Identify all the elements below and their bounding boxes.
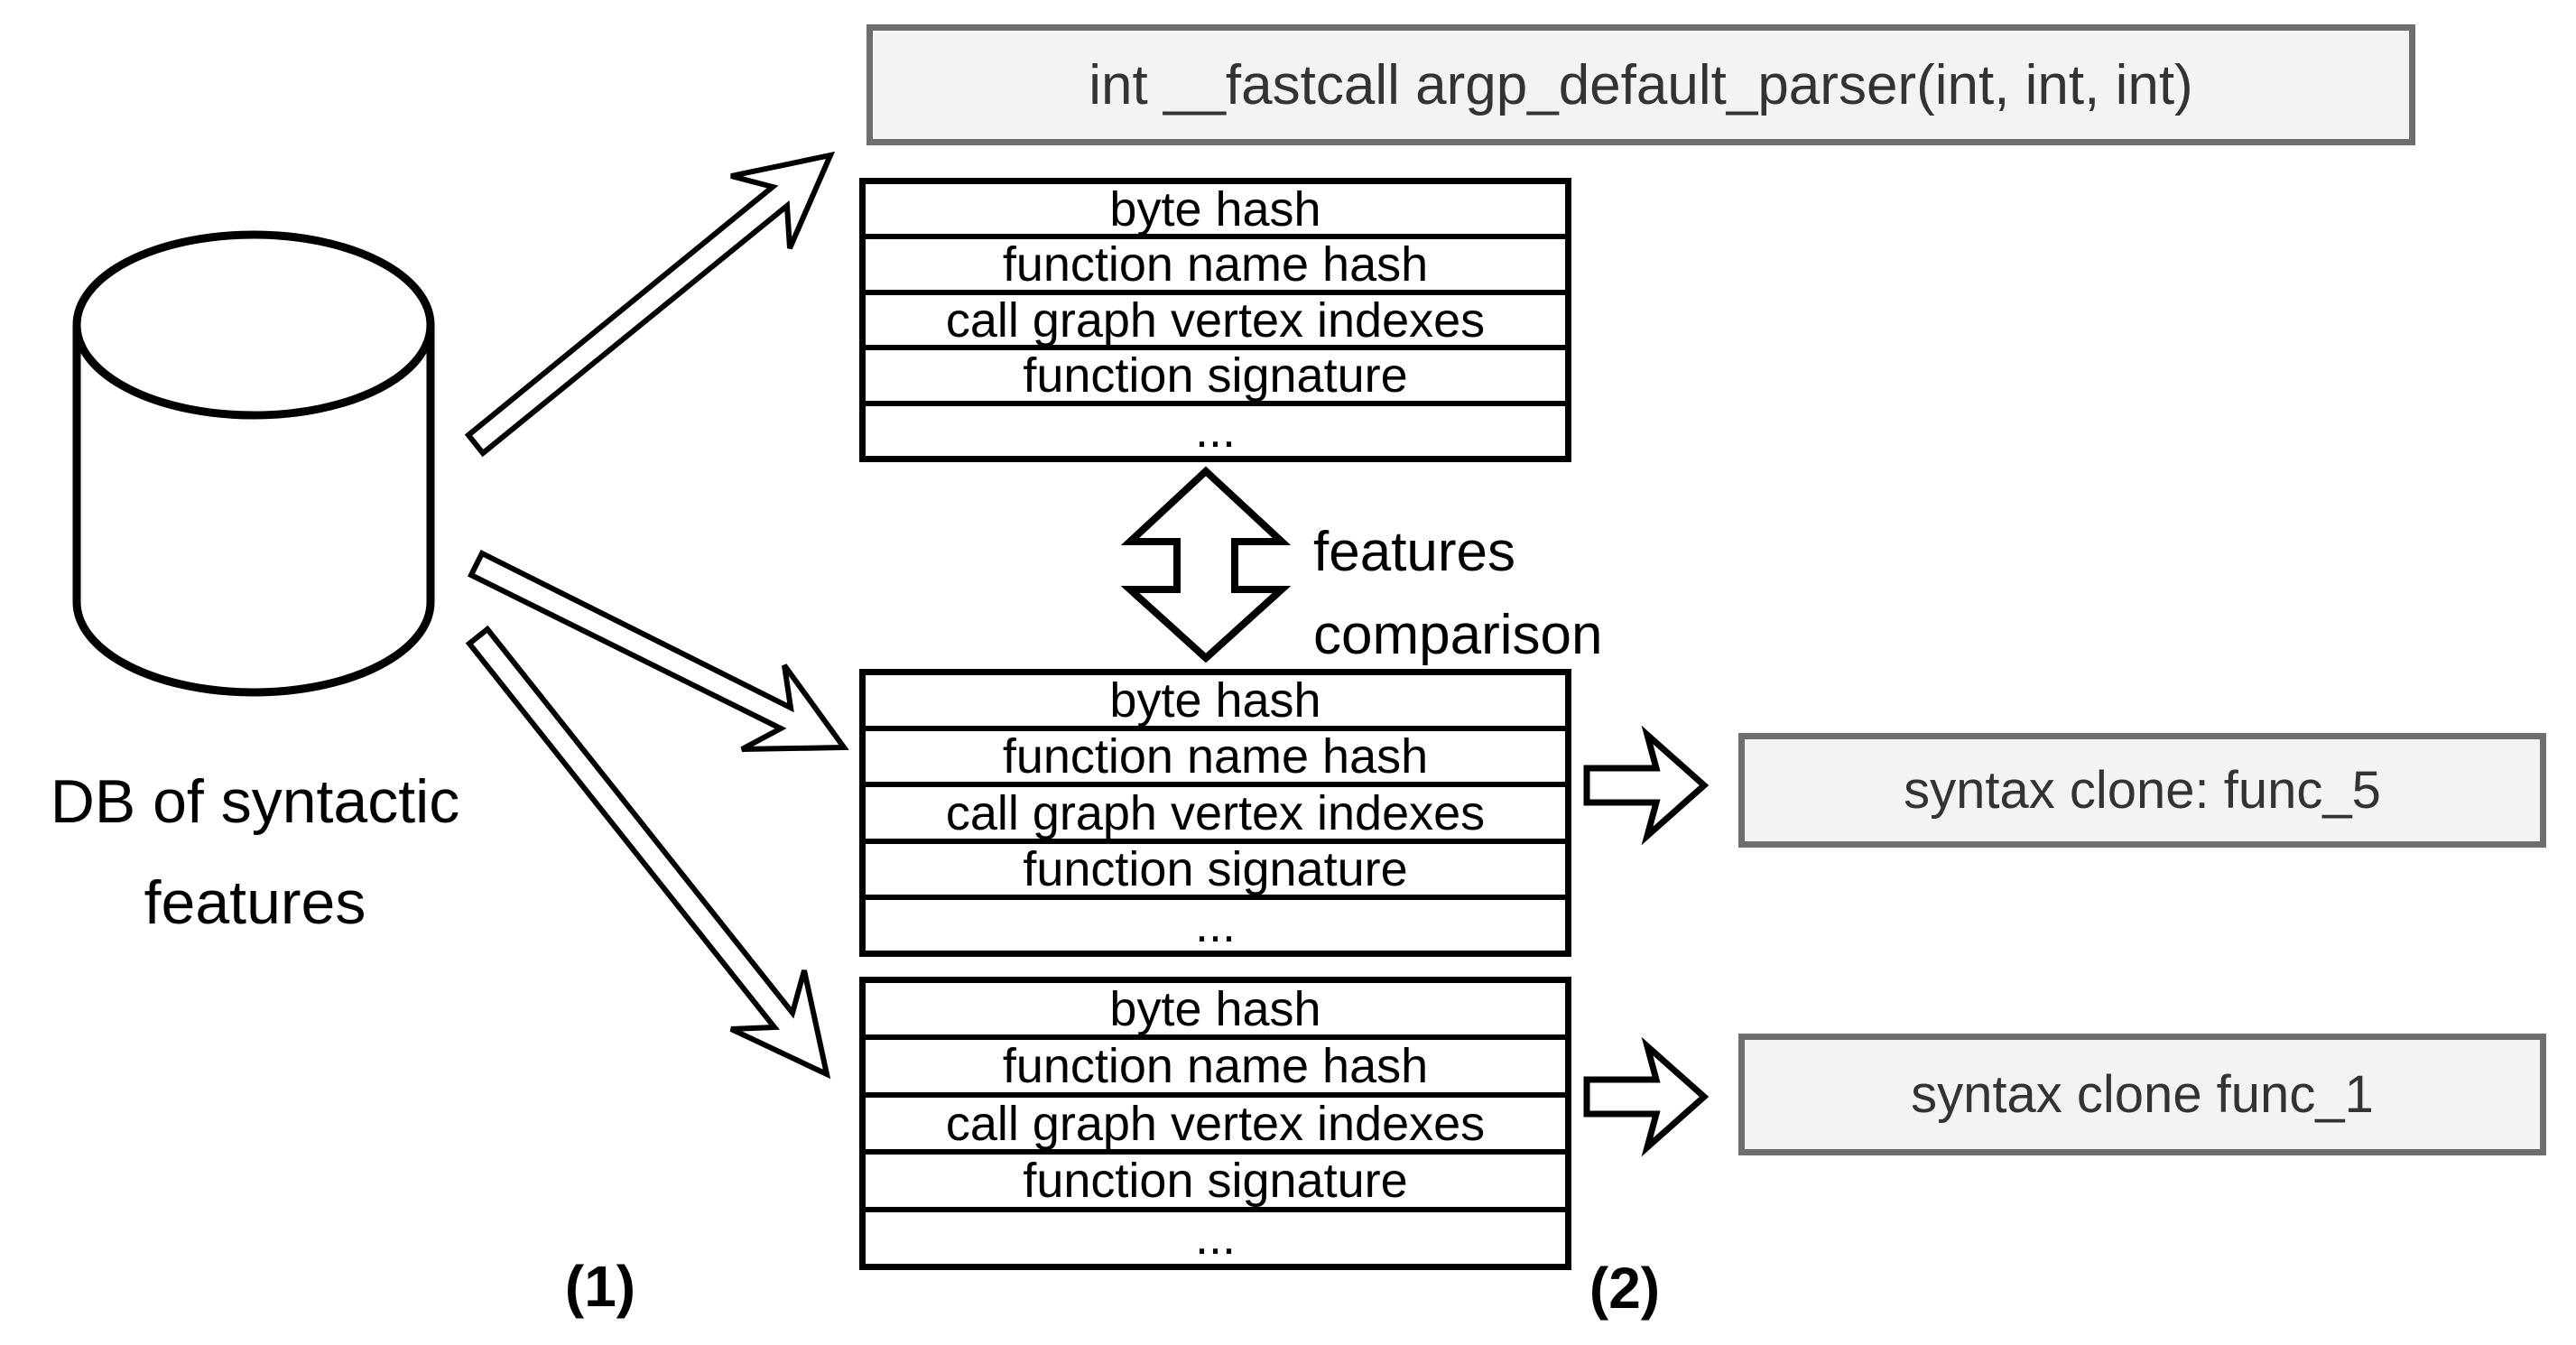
- feature-row: function signature: [866, 838, 1565, 895]
- db-to-candidate2-table-arrow-icon: [465, 625, 831, 1080]
- feature-row: byte hash: [1109, 675, 1321, 727]
- feature-row: function name hash: [866, 234, 1565, 289]
- feature-row: function signature: [866, 345, 1565, 400]
- step-label-2: (2): [1589, 1256, 1661, 1321]
- feature-row: ...: [866, 894, 1565, 951]
- features-comparison-label: features comparison: [1313, 511, 1602, 677]
- db-to-candidate1-table-arrow-icon: [467, 549, 849, 752]
- db-label: DB of syntactic features: [0, 751, 510, 953]
- feature-row: function name hash: [866, 726, 1565, 782]
- syntax-clone-result-1: syntax clone: func_5: [1738, 733, 2546, 848]
- feature-row: call graph vertex indexes: [866, 1091, 1565, 1149]
- feature-row: ...: [866, 1206, 1565, 1264]
- database-cylinder-icon: [72, 325, 435, 697]
- features-comparison-double-arrow-icon: [1120, 466, 1292, 663]
- feature-row: function signature: [866, 1149, 1565, 1206]
- function-signature-box: int __fastcall argp_default_parser(int, …: [866, 24, 2415, 145]
- db-label-line2: features: [144, 868, 366, 937]
- feature-row: call graph vertex indexes: [866, 289, 1565, 345]
- feature-row: function name hash: [866, 1034, 1565, 1091]
- features-comparison-line1: features: [1313, 521, 1516, 583]
- syntax-clone-result-2: syntax clone func_1: [1738, 1034, 2546, 1155]
- result-arrow-2-icon: [1583, 1036, 1710, 1157]
- database-cylinder-top-icon: [72, 230, 435, 420]
- feature-row: ...: [866, 400, 1565, 456]
- step-label-1: (1): [564, 1254, 636, 1319]
- feature-row: call graph vertex indexes: [866, 782, 1565, 838]
- result-arrow-1-icon: [1583, 725, 1710, 846]
- db-label-line1: DB of syntactic: [50, 767, 460, 836]
- feature-row: byte hash: [1109, 184, 1321, 235]
- feature-row: byte hash: [1109, 983, 1321, 1035]
- features-comparison-line2: comparison: [1313, 604, 1603, 666]
- db-to-query-table-arrow-icon: [464, 151, 836, 458]
